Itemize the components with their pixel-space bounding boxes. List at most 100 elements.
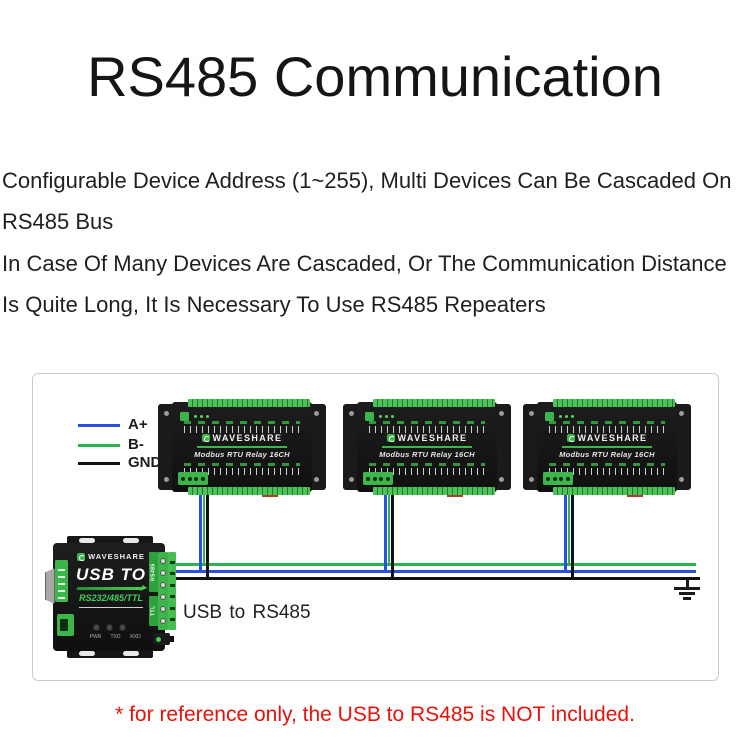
port-label-rs485: RS485 bbox=[149, 552, 158, 592]
rubber-foot bbox=[123, 651, 139, 656]
drop-wire-a-plus bbox=[564, 490, 567, 573]
drop-wire-gnd bbox=[391, 490, 394, 580]
waveshare-logo-icon bbox=[386, 434, 395, 442]
brand-label: WAVESHARE bbox=[577, 433, 648, 443]
waveshare-logo-icon bbox=[77, 552, 86, 561]
legend-label-gnd: GND bbox=[128, 454, 162, 471]
drop-wire-b-minus bbox=[567, 490, 570, 566]
screw-icon bbox=[679, 411, 684, 416]
screw-icon bbox=[679, 477, 684, 482]
mounting-ear bbox=[308, 404, 326, 490]
waveshare-logo-icon bbox=[201, 434, 210, 442]
relay-device-2: WAVESHARE Modbus RTU Relay 16CH bbox=[343, 398, 511, 497]
mounting-ear bbox=[158, 404, 176, 490]
led-label-rxd: RXD bbox=[130, 634, 141, 640]
subtitle-underline bbox=[79, 607, 143, 608]
bus-wire-gnd bbox=[168, 577, 700, 580]
brand-row: WAVESHARE bbox=[357, 433, 497, 443]
pin-ticks-bottom bbox=[184, 468, 300, 475]
mounting-flange bbox=[67, 649, 153, 658]
brand-underline bbox=[382, 446, 472, 448]
terminal-strip-bottom bbox=[188, 487, 310, 495]
intro-text: Configurable Device Address (1~255), Mul… bbox=[2, 160, 750, 325]
legend-swatch-a-plus bbox=[78, 424, 120, 427]
ground-bar bbox=[683, 597, 691, 600]
device-body: WAVESHARE Modbus RTU Relay 16CH bbox=[172, 402, 312, 492]
screw-icon bbox=[314, 411, 319, 416]
drop-wire-b-minus bbox=[387, 490, 390, 566]
screw-icon bbox=[499, 411, 504, 416]
terminal-screws bbox=[158, 552, 168, 630]
led-indicators bbox=[559, 415, 574, 418]
waveshare-logo-icon bbox=[566, 434, 575, 442]
ground-stem bbox=[686, 578, 689, 588]
drop-wire-a-plus bbox=[199, 490, 202, 573]
channel-labels-top bbox=[369, 421, 485, 424]
channel-labels-bottom bbox=[184, 463, 300, 466]
brand-row: WAVESHARE bbox=[69, 552, 153, 561]
brand-label: WAVESHARE bbox=[397, 433, 468, 443]
intro-line: In Case Of Many Devices Are Cascaded, Or… bbox=[2, 250, 727, 276]
port-label-ttl: TTL bbox=[149, 596, 158, 626]
led-indicators bbox=[379, 415, 394, 418]
channel-labels-bottom bbox=[369, 463, 485, 466]
brand-row: WAVESHARE bbox=[537, 433, 677, 443]
bus-wire-a-plus bbox=[168, 570, 696, 573]
page-title: RS485 Communication bbox=[87, 45, 663, 108]
led-label-txd: TXD bbox=[110, 634, 121, 640]
mounting-ear bbox=[673, 404, 691, 490]
corner-label-sticker bbox=[57, 614, 74, 636]
status-led-block bbox=[365, 412, 374, 421]
led-indicators bbox=[194, 415, 209, 418]
mounting-ear bbox=[343, 404, 361, 490]
intro-line: Is Quite Long, It Is Necessary To Use RS… bbox=[2, 291, 546, 317]
brand-label: WAVESHARE bbox=[88, 552, 145, 561]
screw-icon bbox=[499, 477, 504, 482]
terminal-strip-top bbox=[553, 399, 675, 407]
bus-wire-b-minus bbox=[168, 563, 696, 566]
terminal-strip-bottom bbox=[553, 487, 675, 495]
channel-labels-top bbox=[184, 421, 300, 424]
screw-icon bbox=[314, 477, 319, 482]
side-label-sticker bbox=[55, 560, 68, 602]
screw-icon bbox=[164, 411, 169, 416]
power-terminal bbox=[178, 472, 208, 485]
terminal-strip-top bbox=[373, 399, 495, 407]
relay-device-1: WAVESHARE Modbus RTU Relay 16CH bbox=[158, 398, 326, 497]
pin-ticks-top bbox=[549, 426, 665, 433]
mode-switch bbox=[153, 633, 174, 645]
status-led-block bbox=[545, 412, 554, 421]
intro-line: RS485 Bus bbox=[2, 209, 114, 235]
drop-wire-gnd bbox=[571, 490, 574, 580]
screw-icon bbox=[529, 411, 534, 416]
pin-ticks-bottom bbox=[369, 468, 485, 475]
brand-label: WAVESHARE bbox=[212, 433, 283, 443]
channel-labels-bottom bbox=[549, 463, 665, 466]
mounting-ear bbox=[523, 404, 541, 490]
pin-ticks-top bbox=[184, 426, 300, 433]
converter-title: USB TO bbox=[76, 565, 146, 584]
screw-icon bbox=[349, 411, 354, 416]
rubber-foot bbox=[123, 538, 139, 543]
power-terminal bbox=[543, 472, 573, 485]
brand-underline bbox=[197, 446, 287, 448]
drop-wire-a-plus bbox=[384, 490, 387, 573]
screw-terminal-block: RS485 TTL bbox=[149, 552, 176, 630]
pin-ticks-top bbox=[369, 426, 485, 433]
led-indicators bbox=[93, 624, 126, 631]
power-terminal bbox=[363, 472, 393, 485]
terminal-strip-top bbox=[188, 399, 310, 407]
brand-underline bbox=[562, 446, 652, 448]
usb-converter-device: WAVESHARE USB TO RS232/485/TTL PWR TXD R… bbox=[45, 536, 203, 658]
mounting-ear bbox=[493, 404, 511, 490]
brand-row: WAVESHARE bbox=[172, 433, 312, 443]
ground-bar bbox=[679, 592, 695, 595]
arrow-accent bbox=[76, 587, 142, 590]
pin-ticks-bottom bbox=[549, 468, 665, 475]
legend-swatch-gnd bbox=[78, 462, 120, 465]
mounting-flange bbox=[67, 536, 153, 545]
legend-swatch-b-minus bbox=[78, 444, 120, 447]
led-label-pwr: PWR bbox=[89, 634, 102, 640]
screw-icon bbox=[529, 477, 534, 482]
